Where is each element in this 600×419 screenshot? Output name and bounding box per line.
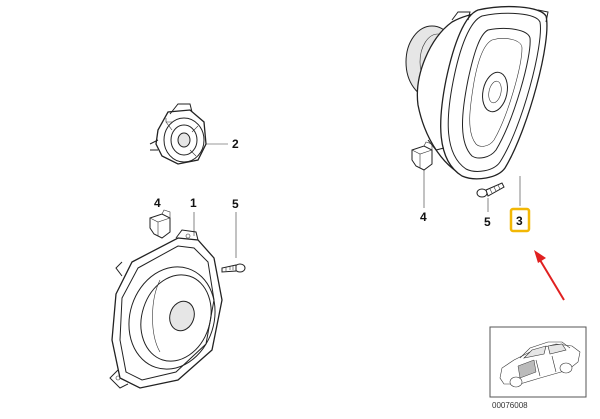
highlight-box (509, 207, 531, 233)
pointer-arrow-icon (534, 250, 565, 301)
callout-3: 3 (516, 214, 523, 228)
clip-nut-icon (411, 141, 433, 171)
callout-1: 1 (190, 196, 197, 210)
screw-icon (476, 182, 505, 198)
screw-icon (221, 263, 246, 273)
oval-speaker-icon (405, 6, 549, 180)
callout-5-left: 5 (232, 197, 239, 211)
callout-2: 2 (232, 137, 239, 151)
callout-4-left: 4 (154, 196, 161, 210)
car-thumbnail-icon (499, 341, 581, 388)
clip-nut-icon (149, 209, 171, 239)
callout-4-right: 4 (420, 210, 427, 224)
round-speaker-icon (109, 229, 223, 389)
tweeter-icon (149, 103, 207, 165)
callout-5-right: 5 (484, 215, 491, 229)
reference-code: 00076008 (492, 401, 528, 410)
